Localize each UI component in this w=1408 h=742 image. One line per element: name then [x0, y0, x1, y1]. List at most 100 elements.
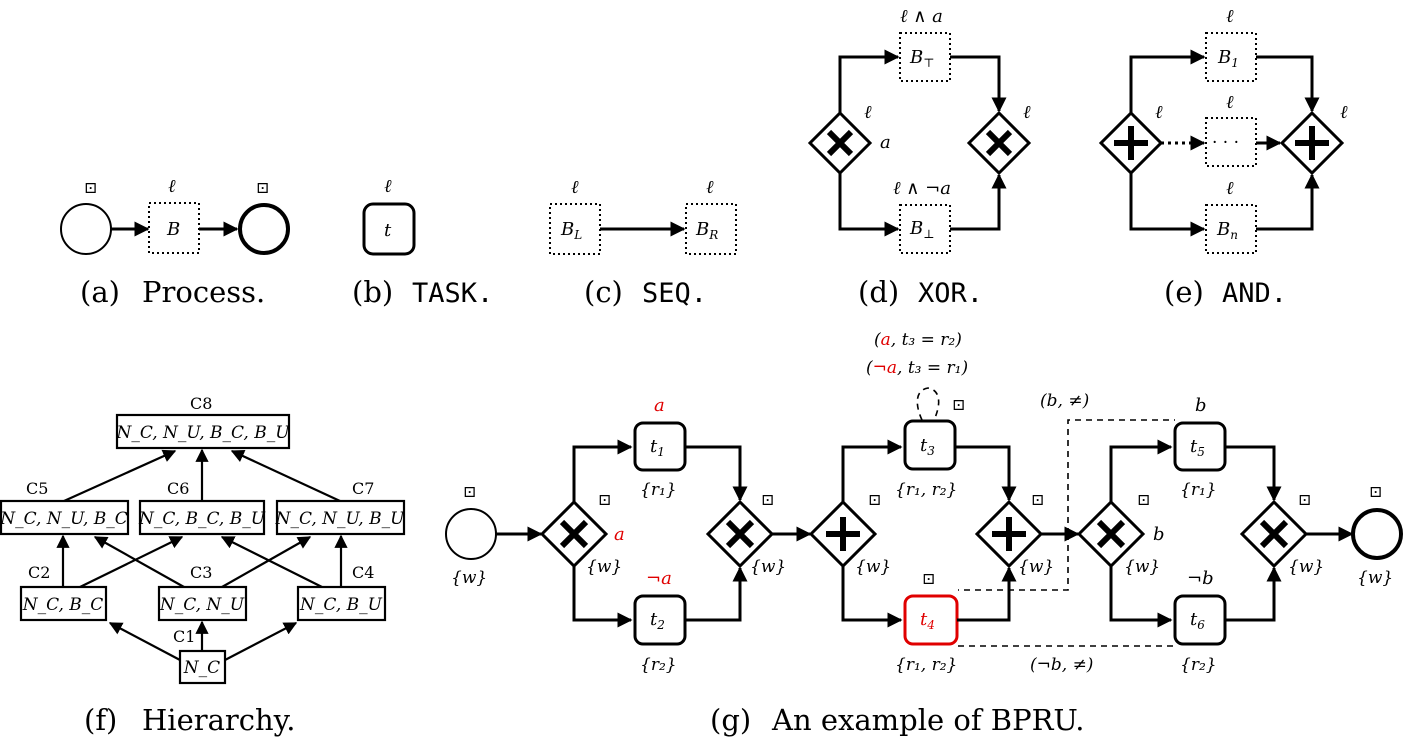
bpru-t2-label: t2 [650, 609, 665, 632]
bpru-and-join-plus-icon [992, 517, 1026, 551]
block-b-ell: ℓ [168, 176, 176, 197]
hier-edge-c7-c8 [230, 450, 341, 502]
caption-b-text: TASK. [412, 278, 493, 309]
bpru-t3-task [903, 419, 957, 471]
bpru-xor1-cross-icon [559, 519, 589, 549]
bpru-xor2-boxdot: ⊡ [1137, 490, 1150, 509]
hier-c7-text: N_C, N_U, B_U [275, 509, 406, 529]
bpru-end-event [1351, 508, 1403, 560]
xor-edge-split-top [838, 49, 900, 113]
and-b1-label: B1 [1217, 47, 1239, 70]
caption-f-text: Hierarchy. [142, 703, 295, 737]
caption-d-text: XOR. [918, 278, 983, 309]
hier-c8-box [115, 413, 291, 450]
caption-g-text: An example of BPRU. [771, 703, 1084, 737]
and-edge-bottom-join [1256, 173, 1320, 231]
caption-e-text: AND. [1222, 278, 1287, 309]
bpru-t3-self-loop [916, 387, 940, 421]
hier-c5-text: N_C, N_U, B_C [0, 509, 128, 529]
panel-g-bpru: ⊡ {w} ⊡ a {w} a t1 {r₁} ¬a t2 {r₂} ⊡ {w}… [445, 330, 1403, 737]
panel-e-and: ℓ B1 ℓ · · · ℓ Bn ℓ ℓ (e) AND. [1098, 6, 1348, 309]
bpru-xor1-a: a [614, 524, 625, 545]
and-bn-block [1205, 204, 1257, 254]
caption-c-text: SEQ. [642, 278, 707, 309]
hier-c7-box [275, 499, 406, 536]
xor-top-label: B⊤ [909, 47, 935, 70]
bpru-t5-cond: b [1195, 395, 1207, 416]
bpru-xor1-join-cross-icon [725, 519, 755, 549]
bpru-t4-resources: {r₁, r₂} [895, 655, 957, 675]
bpru-t4-boxdot: ⊡ [922, 569, 935, 588]
bpru-t4-label: t4 [920, 609, 935, 632]
bpru-t6-resources: {r₂} [1180, 655, 1217, 675]
and-edge-split-top [1129, 49, 1206, 113]
panel-a-process: ⊡ ℓ B ⊡ (a) Process. [60, 176, 290, 309]
and-mid-ell: ℓ [1226, 92, 1234, 113]
bpru-t2-resources: {r₂} [640, 655, 677, 675]
hier-edge-c3-c7 [221, 536, 312, 588]
hier-edge-c3-c5 [93, 536, 185, 588]
bpru-t1-resources: {r₁} [640, 480, 677, 500]
bpru-end-boxdot: ⊡ [1369, 482, 1382, 501]
bpru-xor2-cross-icon [1096, 519, 1126, 549]
hier-c1-label: C1 [173, 627, 195, 646]
bpru-xor1-join-boxdot: ⊡ [761, 490, 774, 509]
hier-edge-c2-c6 [79, 536, 184, 588]
bpru-edge-xor2-t5 [1109, 439, 1173, 502]
panel-f-hierarchy: C8 N_C, N_U, B_C, B_U C5 N_C, N_U, B_C C… [0, 394, 406, 737]
bpru-edge-xor2-t6 [1109, 566, 1173, 628]
caption-e-label: (e) [1164, 275, 1204, 309]
bpru-xor1-join-w: {w} [750, 557, 786, 577]
bpru-xor2-join-boxdot: ⊡ [1298, 490, 1311, 509]
seq-right-ell: ℓ [706, 177, 714, 198]
panel-b-task: ℓ t (b) TASK. [352, 176, 493, 309]
hier-c8-label: C8 [190, 394, 212, 413]
bpru-edge-t4-join [957, 566, 1017, 622]
xor-bottom-condition: ℓ ∧ ¬a [893, 178, 951, 199]
caption-a-label: (a) [80, 275, 120, 309]
task-box [362, 202, 416, 256]
and-b1-block [1205, 32, 1257, 82]
hier-c1-box [178, 649, 227, 685]
and-b1-ell: ℓ [1226, 6, 1234, 27]
caption-f-label: (f) [84, 703, 117, 737]
bpru-edge-t6-join [1225, 566, 1282, 622]
bpru-t6-cond: ¬b [1187, 568, 1214, 589]
bpru-start-w: {w} [451, 568, 487, 588]
bpru-and-join-boxdot: ⊡ [1031, 490, 1044, 509]
caption-g-label: (g) [710, 703, 751, 737]
bpru-edge-t2-join [685, 566, 748, 622]
bpru-binding-b-to-t4 [958, 534, 1069, 591]
bpru-xor1-w: {w} [586, 557, 622, 577]
bpru-edge-t1-join [685, 445, 748, 502]
and-split-plus-icon [1114, 126, 1148, 160]
bpru-t3-boxdot: ⊡ [952, 395, 965, 414]
and-bn-ell: ℓ [1226, 178, 1234, 199]
bpru-xor1-boxdot: ⊡ [598, 490, 611, 509]
hier-c2-text: N_C, B_C [22, 595, 104, 615]
end-event-boxdot: ⊡ [256, 178, 269, 197]
caption-a-text: Process. [142, 275, 265, 309]
hier-c4-box [296, 585, 387, 622]
xor-bottom-label: B⊥ [909, 218, 935, 241]
xor-join-cross-icon [985, 129, 1013, 157]
and-bn-label: Bn [1216, 219, 1238, 242]
bpru-edge-and-t3 [841, 439, 903, 502]
bpru-t5-label: t5 [1190, 436, 1205, 459]
and-join-ell: ℓ [1340, 102, 1348, 123]
and-join-plus-icon [1295, 126, 1329, 160]
seq-left-ell: ℓ [571, 177, 579, 198]
bpru-xor2-w: {w} [1124, 557, 1160, 577]
bpru-t3-resources: {r₁, r₂} [895, 480, 957, 500]
and-edge-top-join [1256, 55, 1320, 113]
caption-d-label: (d) [858, 275, 899, 309]
bpru-and-split-plus-icon [826, 517, 860, 551]
bpru-and-split-boxdot: ⊡ [868, 490, 881, 509]
bpru-constraint-not-b: (¬b, ≠) [1030, 655, 1093, 675]
xor-top-condition: ℓ ∧ a [900, 6, 943, 27]
xor-split-a: a [880, 132, 891, 153]
bpru-binding-b [1067, 419, 1175, 534]
seq-right-box [685, 203, 737, 255]
and-split-ell: ℓ [1155, 102, 1163, 123]
